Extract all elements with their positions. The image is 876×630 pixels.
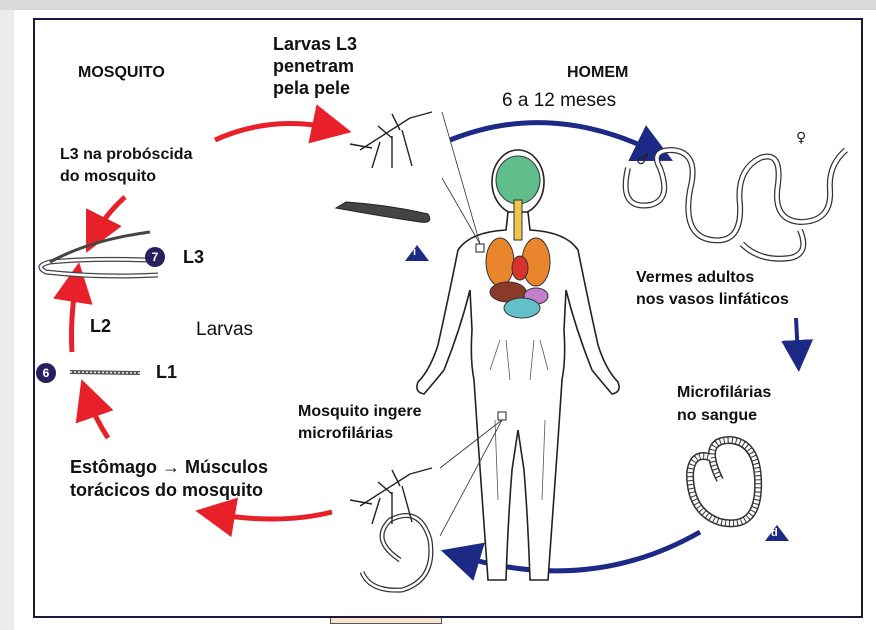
- arrow-stomach-to-l1: [88, 398, 108, 438]
- larvas-l3-line2: penetram: [273, 56, 354, 76]
- arrow-l3-to-proboscis: [95, 197, 125, 235]
- skin-marker-upper: [476, 244, 484, 252]
- microfilarias-line2: no sangue: [677, 406, 757, 426]
- vermes-line1: Vermes adultos: [636, 268, 754, 288]
- skin-marker-lower: [498, 412, 506, 420]
- vermes-line2: nos vasos linfáticos: [636, 290, 789, 310]
- ingere-line2: microfilárias: [298, 424, 393, 444]
- l1-label: L1: [156, 362, 177, 382]
- mosquito-upper-icon: [350, 112, 432, 168]
- mosquito-lower-icon: [350, 468, 432, 524]
- arrow-adults-to-microfilariae: [796, 318, 798, 356]
- mosquito-heading: MOSQUITO: [78, 63, 165, 83]
- female-symbol-icon: ♀: [796, 130, 806, 146]
- estomago-line2: torácicos do mosquito: [70, 480, 263, 500]
- l3-label: L3: [183, 247, 204, 267]
- stage-6-badge: 6: [36, 363, 56, 383]
- arrow-ingest-to-stomach: [215, 512, 332, 519]
- infective-stage-icon: [404, 244, 430, 262]
- l1-larva: [70, 372, 140, 373]
- male-symbol-icon: ♂: [636, 152, 649, 168]
- adult-worms: [626, 150, 846, 259]
- period-label: 6 a 12 meses: [502, 91, 616, 111]
- microfilarias-line1: Microfilárias: [677, 383, 771, 403]
- arrow-skin-to-adults: [450, 123, 655, 152]
- l3-proboscis-line2: do mosquito: [60, 167, 156, 187]
- microfilaria-ingested: [362, 516, 431, 591]
- larvas-l3-line1: Larvas L3: [273, 34, 357, 54]
- larvas-label: Larvas: [196, 320, 253, 340]
- stage-7-badge: 7: [145, 247, 165, 267]
- diagnostic-stage-letter: d: [771, 526, 778, 540]
- ingere-line1: Mosquito ingere: [298, 402, 422, 422]
- arrow-l2-to-l3: [72, 282, 77, 352]
- infective-stage-letter: i: [413, 245, 416, 259]
- larvas-l3-line3: pela pele: [273, 78, 350, 98]
- microfilaria-blood: [690, 440, 758, 523]
- arrow-to-skin: [215, 124, 332, 140]
- l2-label: L2: [90, 316, 111, 336]
- callout-line-upper-2: [442, 178, 480, 244]
- larva-in-skin: [336, 202, 430, 222]
- homem-heading: HOMEM: [567, 63, 628, 83]
- l3-proboscis-line1: L3 na probóscida: [60, 145, 192, 165]
- estomago-line1: Estômago → Músculos: [70, 457, 268, 477]
